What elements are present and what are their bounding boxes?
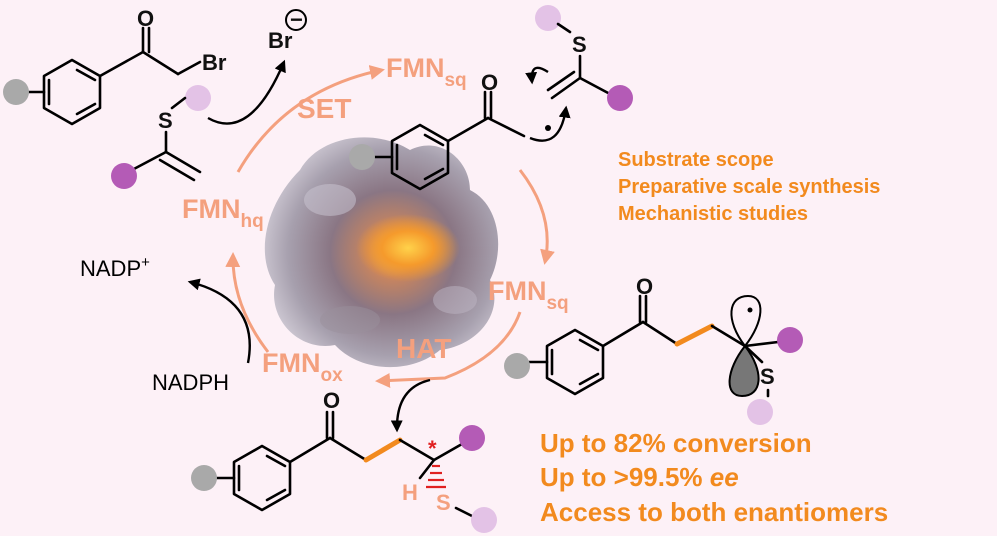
study-point-2: Preparative scale synthesis [618, 176, 880, 198]
set-label: SET [297, 93, 351, 124]
result-ee: Up to >99.5% ee [540, 462, 739, 492]
charge-circle [285, 9, 307, 31]
radical-intermediate: O S [349, 5, 633, 191]
cofactor-arrow [187, 278, 251, 364]
chiral-product: O * H S [191, 378, 497, 533]
cycle-arrow-radical [518, 169, 555, 265]
svg-text:O: O [636, 274, 653, 299]
cycle-arrow-hat [375, 311, 522, 388]
light-purple-substituent-product [471, 507, 497, 533]
study-point-3: Mechanistic studies [618, 203, 808, 225]
cycle-arrow-set [236, 65, 385, 173]
carbonyl-oxygen: O [137, 6, 154, 31]
radical-adduct: O S [504, 274, 803, 425]
svg-text:*: * [428, 436, 437, 461]
vinyl-sulfide-substrate: S [111, 59, 286, 189]
result-enantiomers: Access to both enantiomers [540, 497, 888, 527]
cycle-arrow-reduction [225, 252, 270, 353]
product-formation-arrow [390, 378, 431, 433]
fmn-hq: FMNhq [182, 194, 264, 232]
light-purple-substituent-adduct [747, 399, 773, 425]
gray-substituent-adduct [504, 353, 530, 379]
svg-text:O: O [323, 388, 340, 413]
radical-dot [545, 125, 551, 131]
purple-substituent-adduct [777, 327, 803, 353]
bromide-ion: Br − [268, 7, 307, 53]
gray-substituent-radical [349, 144, 375, 170]
cofactor-recycling: NADP+ NADPH [80, 254, 251, 395]
purple-substituent-product [459, 425, 485, 451]
nadph-label: NADPH [152, 370, 229, 395]
bromoketone-substrate: O Br [3, 6, 227, 126]
result-conversion: Up to 82% conversion [540, 428, 812, 458]
protein-structure [264, 137, 499, 368]
fmn-sq-right: FMNsq [488, 276, 569, 314]
nadp-plus-label: NADP+ [80, 254, 150, 281]
svg-text:Br: Br [268, 28, 293, 53]
svg-text:S: S [436, 490, 451, 515]
sulfur-atom: S [158, 108, 173, 133]
purple-substituent [111, 163, 137, 189]
catalytic-cycle [225, 65, 555, 388]
svg-text:H: H [402, 480, 418, 505]
radical-transfer-arrow [207, 59, 286, 125]
fmn-ox: FMNox [262, 348, 343, 386]
light-purple-substituent-top [535, 5, 561, 31]
purple-substituent-top [607, 85, 633, 111]
svg-text:S: S [760, 364, 775, 389]
p-orbital [730, 294, 762, 348]
study-point-1: Substrate scope [618, 149, 774, 171]
gray-substituent [3, 79, 29, 105]
svg-text:O: O [481, 70, 498, 95]
gray-substituent-product [191, 465, 217, 491]
hat-label: HAT [396, 333, 451, 364]
bromine-atom: Br [202, 50, 227, 75]
fmn-sq-top: FMNsq [386, 53, 467, 91]
svg-text:−: − [290, 7, 303, 32]
light-purple-substituent [185, 85, 211, 111]
svg-text:S: S [572, 32, 587, 57]
